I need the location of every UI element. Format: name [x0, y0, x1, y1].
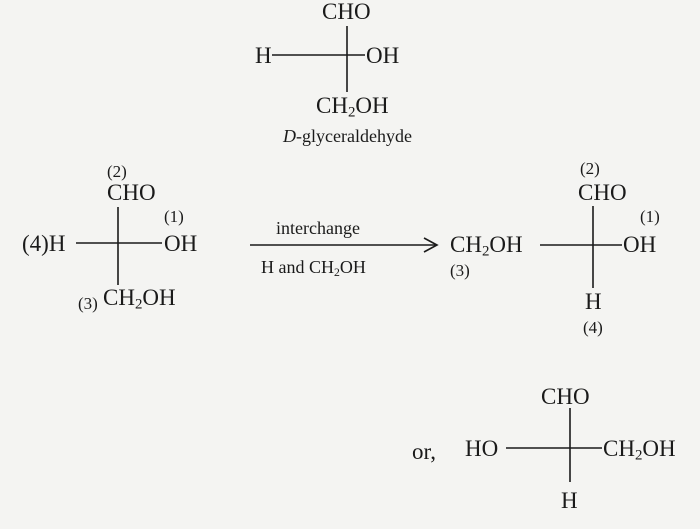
label-b: OH: [339, 257, 366, 277]
top-cho: CHO: [322, 0, 371, 24]
caption-d-glyceraldehyde: D-glyceraldehyde: [283, 127, 412, 145]
oh: OH: [355, 93, 389, 118]
arrow-label-interchange: interchange: [276, 218, 360, 238]
left-num-3: (3): [78, 294, 98, 313]
oh: OH: [642, 436, 676, 461]
sub: 2: [134, 296, 143, 313]
ch: CH: [450, 232, 482, 257]
caption-d: D: [283, 126, 296, 146]
top-h: H: [255, 43, 272, 68]
alt-ch2oh: CH2OH: [603, 437, 676, 464]
sub: 2: [347, 104, 356, 121]
sub: 2: [481, 243, 490, 260]
alt-h: H: [561, 488, 578, 513]
left-cho: CHO: [107, 180, 156, 205]
right-num-1: (1): [640, 207, 660, 226]
alt-or: or,: [412, 439, 436, 464]
sub: 2: [334, 265, 340, 279]
left-h: (4)H: [22, 231, 66, 256]
caption-rest: -glyceraldehyde: [296, 126, 412, 146]
right-h: H: [585, 289, 602, 314]
ch: CH: [316, 93, 348, 118]
left-num-1: (1): [164, 207, 184, 226]
right-ch2oh: CH2OH: [450, 233, 523, 260]
alt-cho: CHO: [541, 384, 590, 409]
oh: OH: [489, 232, 523, 257]
arrow-head: [423, 237, 439, 253]
right-num-2: (2): [580, 159, 600, 178]
left-ch2oh: CH2OH: [103, 286, 176, 313]
left-num-2: (2): [107, 162, 127, 181]
top-ch2oh: CH2OH: [316, 94, 389, 121]
ch: CH: [603, 436, 635, 461]
ch: CH: [103, 285, 135, 310]
alt-ho: HO: [465, 436, 499, 461]
right-oh: OH: [623, 232, 657, 257]
oh: OH: [142, 285, 176, 310]
right-cho: CHO: [578, 180, 627, 205]
right-num-3: (3): [450, 261, 470, 280]
left-oh: OH: [164, 231, 198, 256]
top-oh: OH: [366, 43, 400, 68]
arrow-label-h-and-ch2oh: H and CH2OH: [261, 258, 366, 279]
sub: 2: [634, 447, 643, 464]
right-num-4: (4): [583, 318, 603, 337]
label-a: H and CH: [261, 257, 334, 277]
